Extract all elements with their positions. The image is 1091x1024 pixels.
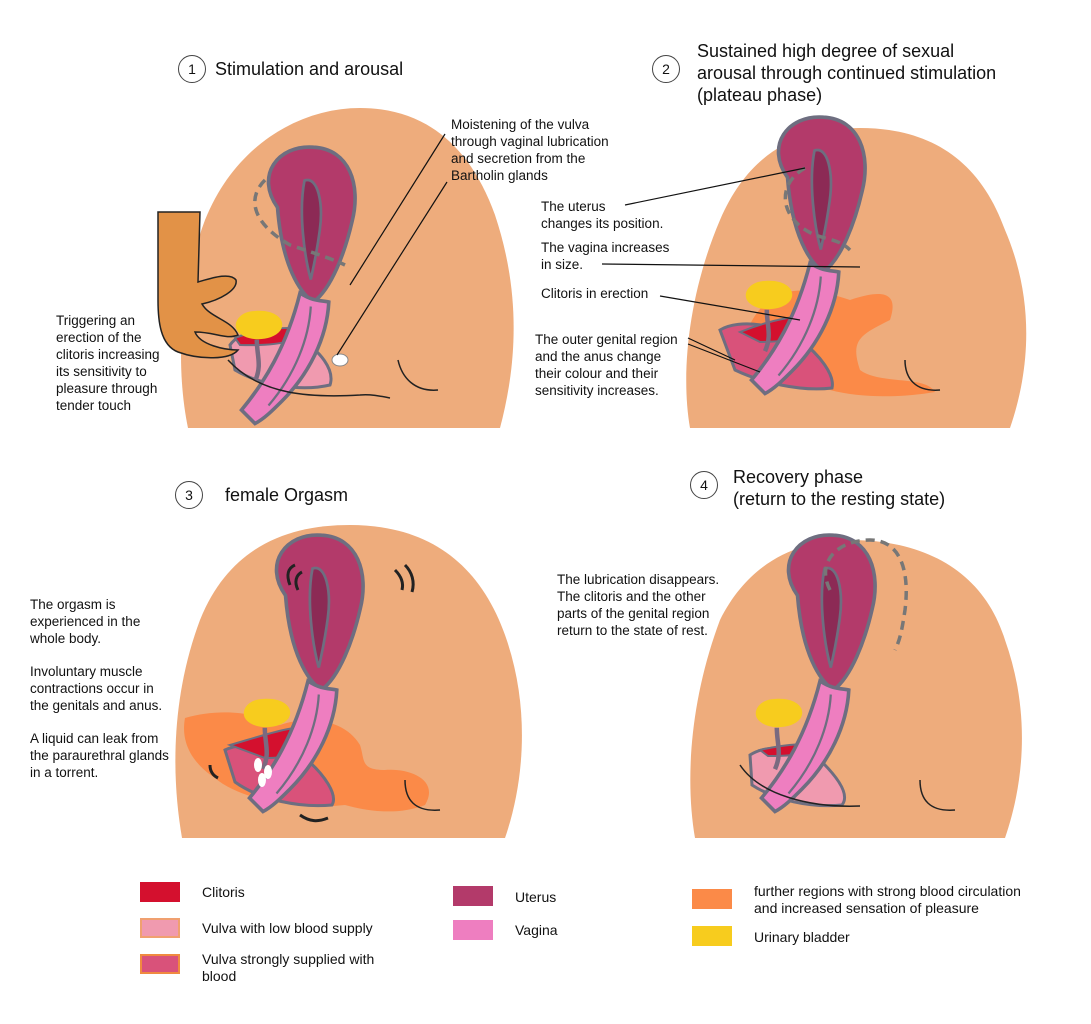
legend-label-clitoris: Clitoris <box>202 884 245 900</box>
leader-p2-uterus <box>624 167 806 206</box>
panel-3-title: female Orgasm <box>225 485 349 505</box>
panel-4-title: Recovery phase (return to the resting st… <box>733 467 946 509</box>
legend-label-bladder: Urinary bladder <box>754 929 850 945</box>
panel-4-number: 4 <box>690 471 718 499</box>
contraction-mark <box>403 563 415 593</box>
p3-muscle-note: Involuntary muscle contractions occur in… <box>30 664 163 713</box>
legend-swatch-vulva-high <box>140 954 180 974</box>
leader-p1-lube-a <box>349 133 446 286</box>
uterus-old-position-dashed <box>783 166 852 252</box>
buttock-line <box>397 359 439 391</box>
uterus-outline-dashed <box>823 538 908 651</box>
p2-outer-note: The outer genital region and the anus ch… <box>535 332 678 398</box>
p2-clitoris-note: Clitoris in erection <box>541 286 649 301</box>
buttock-line <box>404 779 441 811</box>
p4-rest-note: The lubrication disappears. The clitoris… <box>557 572 720 638</box>
p3-body-note: The orgasm is experienced in the whole b… <box>30 597 141 646</box>
legend-swatch-bladder <box>692 926 732 946</box>
panel-1-illustration <box>157 108 514 428</box>
legend-swatch-uterus <box>453 886 493 906</box>
contraction-mark <box>393 568 404 591</box>
p2-uterus-note: The uterus changes its position. <box>541 199 664 231</box>
panel-3-number: 3 <box>175 481 203 509</box>
body-lower-line <box>227 359 391 399</box>
legend-label-vulva-high: Vulva strongly supplied with blood <box>202 951 375 984</box>
panel-1-title: Stimulation and arousal <box>215 59 404 79</box>
legend-label-uterus: Uterus <box>515 889 557 905</box>
contraction-mark <box>286 563 296 586</box>
legend-label-vagina: Vagina <box>515 922 558 938</box>
buttock-line <box>919 779 956 811</box>
p1-lubrication-note: Moistening of the vulva through vaginal … <box>451 117 609 183</box>
panel-3-illustration <box>175 525 522 838</box>
legend-swatch-vulva-low <box>140 918 180 938</box>
p2-vagina-note: The vagina increases in size. <box>541 240 670 272</box>
panel-4-illustration <box>690 533 1022 838</box>
uterus-outline-dashed <box>253 178 346 267</box>
legend-swatch-clitoris <box>140 882 180 902</box>
leader-p2-outer-b <box>687 343 761 373</box>
body-lower-line <box>739 764 861 807</box>
legend-label-vulva-low: Vulva with low blood supply <box>202 920 373 936</box>
legend-swatch-hot-region <box>692 889 732 909</box>
legend-label-hot-region: further regions with strong blood circul… <box>754 883 1021 916</box>
contraction-mark <box>299 813 329 823</box>
leader-p2-clitoris <box>659 295 801 321</box>
contraction-mark <box>294 570 303 591</box>
leader-p2-outer-a <box>687 337 736 361</box>
hand <box>157 211 240 359</box>
panel-2-number: 2 <box>652 55 680 83</box>
p1-trigger-note: Triggering an erection of the clitoris i… <box>56 313 160 413</box>
leader-p2-vagina <box>601 263 861 268</box>
buttock-line <box>904 359 941 391</box>
panel-2-title: Sustained high degree of sexual arousal … <box>697 41 997 105</box>
p3-liquid-note: A liquid can leak from the paraurethral … <box>30 731 169 780</box>
leader-p1-lube-b <box>336 181 448 356</box>
panel-1-number: 1 <box>178 55 206 83</box>
panel-2-illustration <box>601 115 1027 428</box>
legend-swatch-vagina <box>453 920 493 940</box>
contraction-mark <box>208 764 219 780</box>
